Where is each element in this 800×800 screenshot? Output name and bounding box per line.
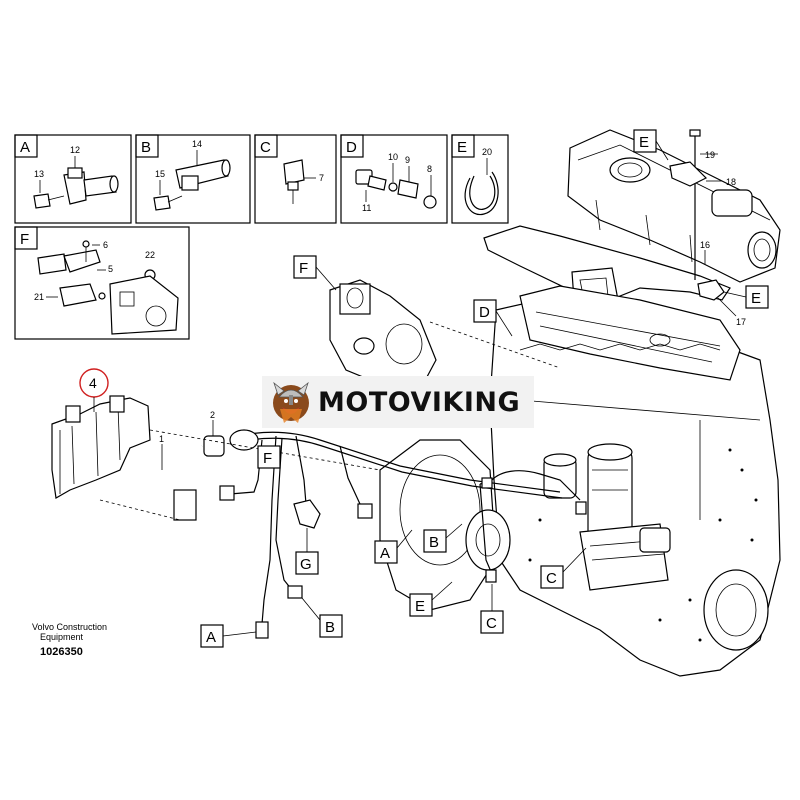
control-unit-bracket-drawing [51, 395, 151, 499]
svg-text:4: 4 [89, 375, 97, 391]
callout-9: 9 [405, 155, 410, 165]
exhaust-manifold-drawing [567, 129, 781, 283]
callout-17: 17 [736, 317, 746, 327]
connector-label-f-wire: F [257, 445, 281, 469]
connector-label-a-low: A [200, 624, 257, 648]
viking-logo-icon [273, 381, 309, 423]
callout-22: 22 [145, 250, 155, 260]
svg-text:B: B [429, 534, 439, 551]
svg-text:B: B [325, 619, 335, 636]
detail-box-e: E 20 [451, 134, 509, 224]
callout-20: 20 [482, 147, 492, 157]
svg-text:E: E [639, 134, 649, 151]
sensor-a-drawing [33, 167, 119, 209]
brand-line-2: Equipment [40, 632, 84, 642]
harness-loop-drawing [68, 444, 203, 572]
svg-text:C: C [546, 570, 557, 587]
connector-label-d: D [473, 299, 513, 337]
connector-label-c-mid: C [540, 547, 587, 589]
detail-box-a: A 12 13 [14, 134, 132, 224]
detail-box-b: B 14 15 [135, 134, 251, 224]
callout-18: 18 [726, 177, 736, 187]
svg-text:A: A [380, 545, 390, 562]
flywheel-housing-bracket-drawing [329, 279, 437, 391]
engine-block-drawing [379, 285, 781, 677]
detail-box-c-letter: C [260, 139, 271, 156]
svg-text:G: G [300, 556, 312, 573]
callout-15: 15 [155, 169, 165, 179]
detail-box-b-letter: B [141, 139, 151, 156]
detail-box-f-letter: F [20, 231, 29, 248]
connector-label-a-mid: A [374, 529, 413, 564]
part-reference-number: 1026350 [40, 646, 83, 658]
svg-text:E: E [415, 598, 425, 615]
connector-label-g: G [295, 528, 319, 575]
watermark-banner: MOTOVIKING [262, 376, 534, 428]
callout-11: 11 [362, 203, 371, 213]
callout-13: 13 [34, 169, 44, 179]
sensor-c-drawing [283, 159, 305, 204]
detail-box-f: F 6 22 5 21 [14, 226, 190, 340]
cable-tie-drawing [464, 171, 499, 216]
connector-label-b-mid: B [423, 523, 463, 553]
callout-1: 1 [159, 434, 164, 444]
callout-5: 5 [108, 264, 113, 274]
callout-19: 19 [705, 150, 715, 160]
callout-8: 8 [427, 164, 432, 174]
svg-text:C: C [486, 615, 497, 632]
sensor-b-drawing [153, 159, 231, 211]
callout-2: 2 [210, 410, 215, 420]
watermark-text: MOTOVIKING [318, 386, 521, 418]
detail-box-c: C 7 [254, 134, 337, 224]
callout-10: 10 [388, 152, 398, 162]
manifold-fasteners-drawing [669, 129, 725, 301]
sensor-f-drawing [37, 240, 179, 335]
brand-line-1: Volvo Construction [32, 622, 107, 632]
sensor-d-drawing [355, 169, 437, 209]
diagram-footer: Volvo Construction Equipment 1026350 [32, 622, 107, 658]
callout-16: 16 [700, 240, 710, 250]
detail-box-a-letter: A [20, 139, 30, 156]
svg-text:F: F [263, 450, 272, 467]
callout-4: 4 [79, 368, 109, 412]
detail-box-d: D 10 9 8 11 [340, 134, 448, 224]
connector-label-e-top: E [633, 129, 669, 161]
wiring-harness-drawing [203, 429, 587, 639]
connector-label-e-low: E [409, 581, 453, 617]
callout-7: 7 [319, 173, 324, 183]
connector-label-b-low: B [301, 597, 343, 638]
callout-14: 14 [192, 139, 202, 149]
svg-text:A: A [206, 629, 216, 646]
svg-text:D: D [479, 304, 490, 321]
detail-box-e-letter: E [457, 139, 467, 156]
svg-text:E: E [751, 290, 761, 307]
callout-21: 21 [34, 292, 44, 302]
callout-6: 6 [103, 240, 108, 250]
connector-label-e-right: E [723, 285, 769, 309]
svg-text:F: F [299, 260, 308, 277]
connector-label-c-low: C [480, 584, 504, 634]
callout-12: 12 [70, 145, 80, 155]
connector-label-f-top: F [293, 255, 337, 291]
detail-box-d-letter: D [346, 139, 357, 156]
